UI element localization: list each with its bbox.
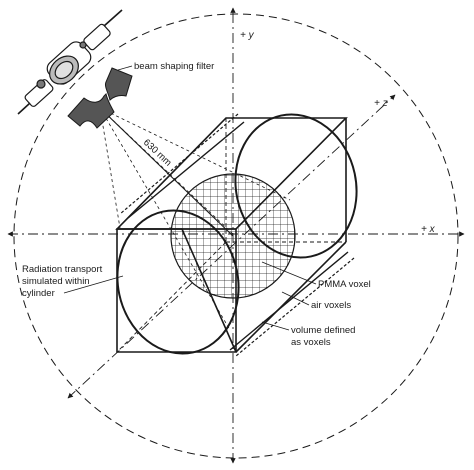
beam-filter-label: beam shaping filter: [134, 61, 214, 72]
axis-x-label: + x: [421, 224, 436, 235]
distance-leader: [99, 107, 234, 237]
beam-filter-leader: [117, 65, 133, 71]
bowtie-filter-icon: [67, 67, 133, 129]
volume-leader: [261, 321, 290, 331]
transport-leader: [63, 275, 124, 294]
pmma-voxel-leader: [261, 261, 317, 285]
transport-label-line2: simulated within: [22, 276, 90, 287]
pmma-voxel-label: PMMA voxel: [318, 279, 371, 290]
axis-z-label: + z: [374, 98, 388, 109]
volume-label-line1: volume defined: [291, 325, 355, 336]
transport-label-line3: cylinder: [22, 288, 55, 299]
transport-label-line1: Radiation transport: [22, 264, 103, 275]
air-voxels-label: air voxels: [311, 300, 351, 311]
xray-tube-icon: [17, 9, 123, 115]
air-voxels-leader: [281, 291, 310, 306]
volume-label-line2: as voxels: [291, 337, 331, 348]
simulation-cylinder: [116, 113, 358, 357]
distance-label: 630 mm: [141, 137, 174, 169]
axis-y-label: + y: [240, 30, 255, 41]
